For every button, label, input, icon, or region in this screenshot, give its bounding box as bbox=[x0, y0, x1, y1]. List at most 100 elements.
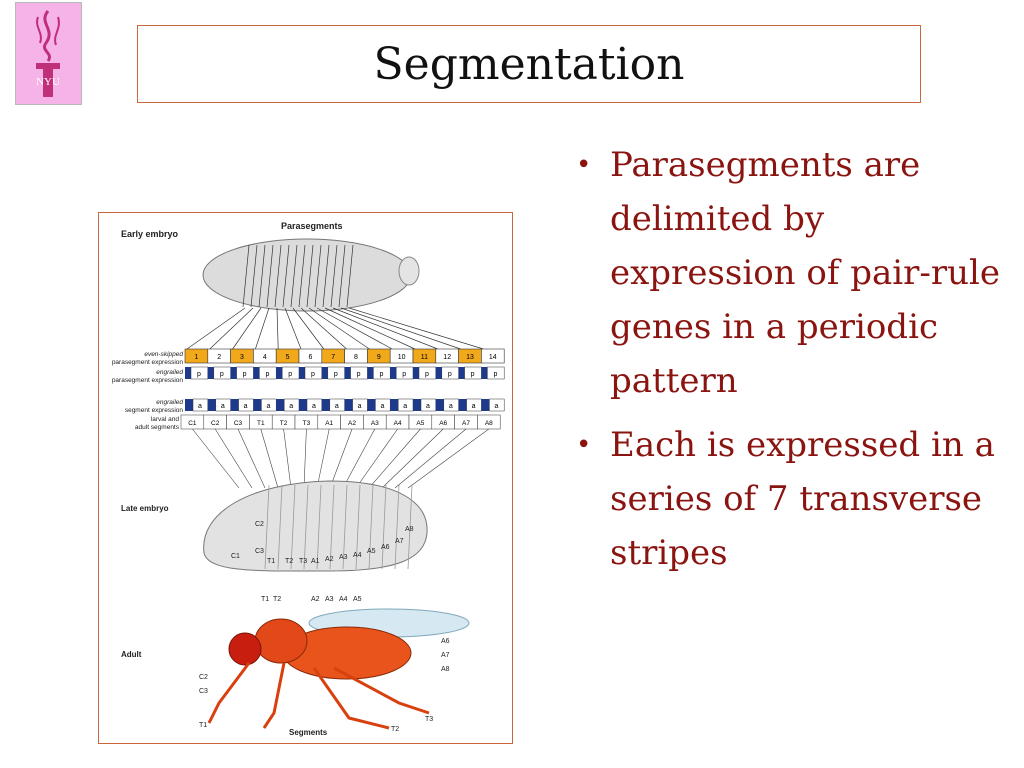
segment-stripe bbox=[458, 399, 467, 411]
late-embryo-shape bbox=[203, 480, 428, 572]
late-connector-line bbox=[355, 428, 398, 489]
segment-stripe bbox=[321, 399, 330, 411]
late-stripe-line bbox=[355, 484, 361, 570]
late-connector-line bbox=[192, 428, 240, 489]
late-segment-label: T3 bbox=[299, 558, 307, 565]
segment-name: A3 bbox=[371, 420, 379, 427]
engrailed-stripe bbox=[207, 367, 214, 379]
late-segment-label: C3 bbox=[255, 548, 264, 555]
parasegment-number: 2 bbox=[217, 354, 221, 361]
segments-label: Segments bbox=[289, 728, 328, 737]
embryo-stripe-line bbox=[338, 244, 346, 308]
a-letter: a bbox=[244, 403, 248, 410]
embryo-connector-line bbox=[209, 307, 254, 350]
late-connector-line bbox=[214, 428, 253, 489]
bullet-text: Parasegments are delimited by expression… bbox=[610, 145, 1001, 401]
segment-stripe bbox=[207, 399, 216, 411]
logo-text: NYU bbox=[36, 76, 60, 88]
late-connector-line bbox=[381, 428, 444, 489]
parasegment-number: 13 bbox=[466, 354, 474, 361]
adult-bottom-label: T3 bbox=[425, 716, 433, 723]
segment-stripe bbox=[299, 399, 307, 411]
row-label-ens-1: engrailed bbox=[156, 399, 183, 406]
adult-top-label: A2 bbox=[311, 596, 320, 603]
p-letter: p bbox=[379, 371, 383, 378]
p-letter: p bbox=[288, 371, 292, 378]
adult-left-label: T1 bbox=[199, 722, 207, 729]
engrailed-cell bbox=[373, 366, 391, 380]
engrailed-stripe bbox=[481, 367, 488, 379]
engrailed-stripe bbox=[458, 367, 465, 379]
late-stripe-line bbox=[368, 484, 374, 570]
row-label-ens-2: segment expression bbox=[125, 407, 184, 414]
adult-top-label: T1 bbox=[261, 596, 269, 603]
a-letter: a bbox=[472, 403, 476, 410]
segment-name: T1 bbox=[257, 420, 265, 427]
embryo-connector-line bbox=[284, 307, 302, 350]
a-letter: a bbox=[266, 403, 270, 410]
embryo-stripe-line bbox=[322, 244, 330, 308]
segment-stripe bbox=[390, 399, 399, 411]
parasegments-label: Parasegments bbox=[281, 221, 343, 231]
embryo-stripe-line bbox=[266, 244, 274, 308]
late-stripe-line bbox=[303, 484, 309, 570]
a-letter: a bbox=[312, 403, 316, 410]
p-letter: p bbox=[471, 371, 475, 378]
torch-logo-icon: NYU bbox=[36, 10, 60, 97]
embryo-stripe-line bbox=[306, 244, 314, 308]
segment-name: C2 bbox=[211, 420, 220, 427]
segment-name: A4 bbox=[394, 420, 402, 427]
row-label-enp-2: parasegment expression bbox=[112, 377, 184, 384]
embryo-stripe-line bbox=[290, 244, 298, 308]
parasegment-number: 9 bbox=[377, 354, 381, 361]
segment-stripe bbox=[185, 399, 193, 411]
adult-right-label: A6 bbox=[441, 638, 450, 645]
p-letter: p bbox=[402, 371, 406, 378]
late-connector-line bbox=[368, 428, 421, 489]
bullet-list: • Parasegments are delimited by expressi… bbox=[568, 138, 1008, 590]
late-stripe-line bbox=[329, 484, 335, 570]
segment-stripe bbox=[253, 399, 262, 411]
parasegment-number: 7 bbox=[331, 354, 335, 361]
late-connecting-lines bbox=[192, 428, 489, 489]
embryo-stripe-line bbox=[330, 244, 338, 308]
p-letter: p bbox=[311, 371, 315, 378]
adult-right-label: A8 bbox=[441, 666, 450, 673]
late-embryo-label: Late embryo bbox=[121, 504, 169, 513]
a-letter: a bbox=[426, 403, 430, 410]
a-letter: a bbox=[403, 403, 407, 410]
late-segment-label: T2 bbox=[285, 558, 293, 565]
embryo-stripe-line bbox=[346, 244, 354, 308]
p-letter: p bbox=[425, 371, 429, 378]
parasegment-number: 5 bbox=[286, 354, 290, 361]
engrailed-cell bbox=[304, 366, 323, 380]
row-label-enp-1: engrailed bbox=[156, 369, 183, 376]
late-segment-label: A7 bbox=[395, 538, 404, 545]
adult-top-label: A3 bbox=[325, 596, 334, 603]
p-letter: p bbox=[197, 371, 201, 378]
fly-thorax bbox=[254, 618, 308, 664]
engrailed-stripe bbox=[185, 367, 191, 379]
late-segment-label: C1 bbox=[231, 553, 240, 560]
nyu-logo: NYU bbox=[15, 2, 82, 105]
embryo-connector-line bbox=[324, 307, 416, 350]
row-label-seg-1: larval and bbox=[151, 416, 180, 423]
early-embryo-shape bbox=[202, 238, 412, 312]
embryo-connector-line bbox=[308, 307, 370, 350]
parasegment-number: 1 bbox=[194, 354, 198, 361]
p-letter: p bbox=[220, 371, 224, 378]
late-stripe-line bbox=[407, 484, 413, 570]
parasegment-number: 8 bbox=[354, 354, 358, 361]
segmentation-diagram: Early embryo Parasegments even-skipped p… bbox=[112, 221, 505, 737]
embryo-connector-line bbox=[276, 307, 279, 350]
p-letter: p bbox=[493, 371, 497, 378]
engrailed-cell bbox=[487, 366, 505, 380]
embryo-connector-line bbox=[340, 307, 461, 350]
late-stripe-line bbox=[290, 484, 296, 570]
